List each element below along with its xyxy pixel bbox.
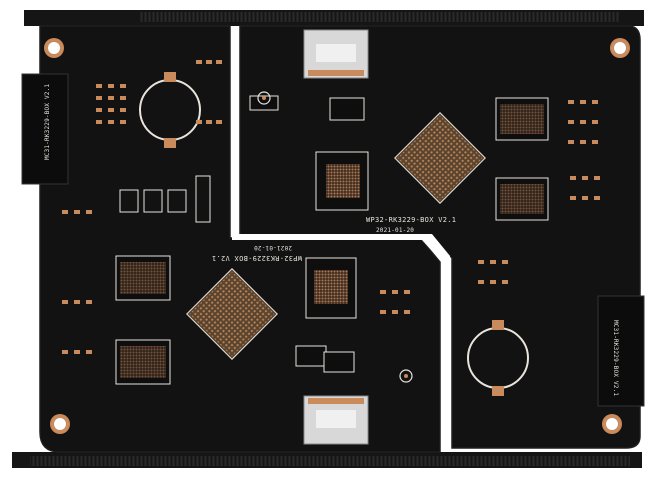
soc-chip <box>305 257 357 319</box>
memory-chip <box>115 339 171 385</box>
smd-pads <box>62 60 600 354</box>
capacitor-group <box>119 175 211 223</box>
memory-chip <box>495 177 549 221</box>
mounting-hole-icon <box>610 38 630 58</box>
top-board-date: 2021-01-20 <box>376 227 414 234</box>
fiducial-icon <box>399 369 413 383</box>
left-edge-label: MC31-RK3229-BOX V2.1 <box>44 84 51 160</box>
right-edge-label: MC31-RK3229-BOX V2.1 <box>612 320 619 396</box>
top-board-id: WP32-RK3229-BOX V2.1 <box>366 216 456 224</box>
mounting-hole-icon <box>50 414 70 434</box>
ic-chip <box>249 95 365 373</box>
usb-connector-icon <box>303 395 369 445</box>
mounting-hole-icon <box>602 414 622 434</box>
bottom-rail-teeth <box>30 456 630 466</box>
top-rail-teeth <box>140 12 620 22</box>
bottom-board-id: WP32-RK3229-BOX V2.1 <box>212 254 302 262</box>
fiducial-icon <box>257 91 271 105</box>
bottom-board-date: 2021-01-20 <box>254 244 292 251</box>
routing-slot <box>232 28 450 452</box>
bga-chip-icon <box>394 112 486 204</box>
right-edge-connector <box>597 295 645 407</box>
mounting-hole-icon <box>44 38 64 58</box>
battery-holder-icon <box>139 72 201 148</box>
usb-connector-icon <box>303 29 369 79</box>
left-edge-connector <box>21 73 69 185</box>
memory-chip <box>115 255 171 301</box>
battery-holder-icon <box>467 320 529 396</box>
soc-chip <box>315 151 369 211</box>
bga-chip-icon <box>186 268 278 360</box>
memory-chip <box>495 97 549 141</box>
